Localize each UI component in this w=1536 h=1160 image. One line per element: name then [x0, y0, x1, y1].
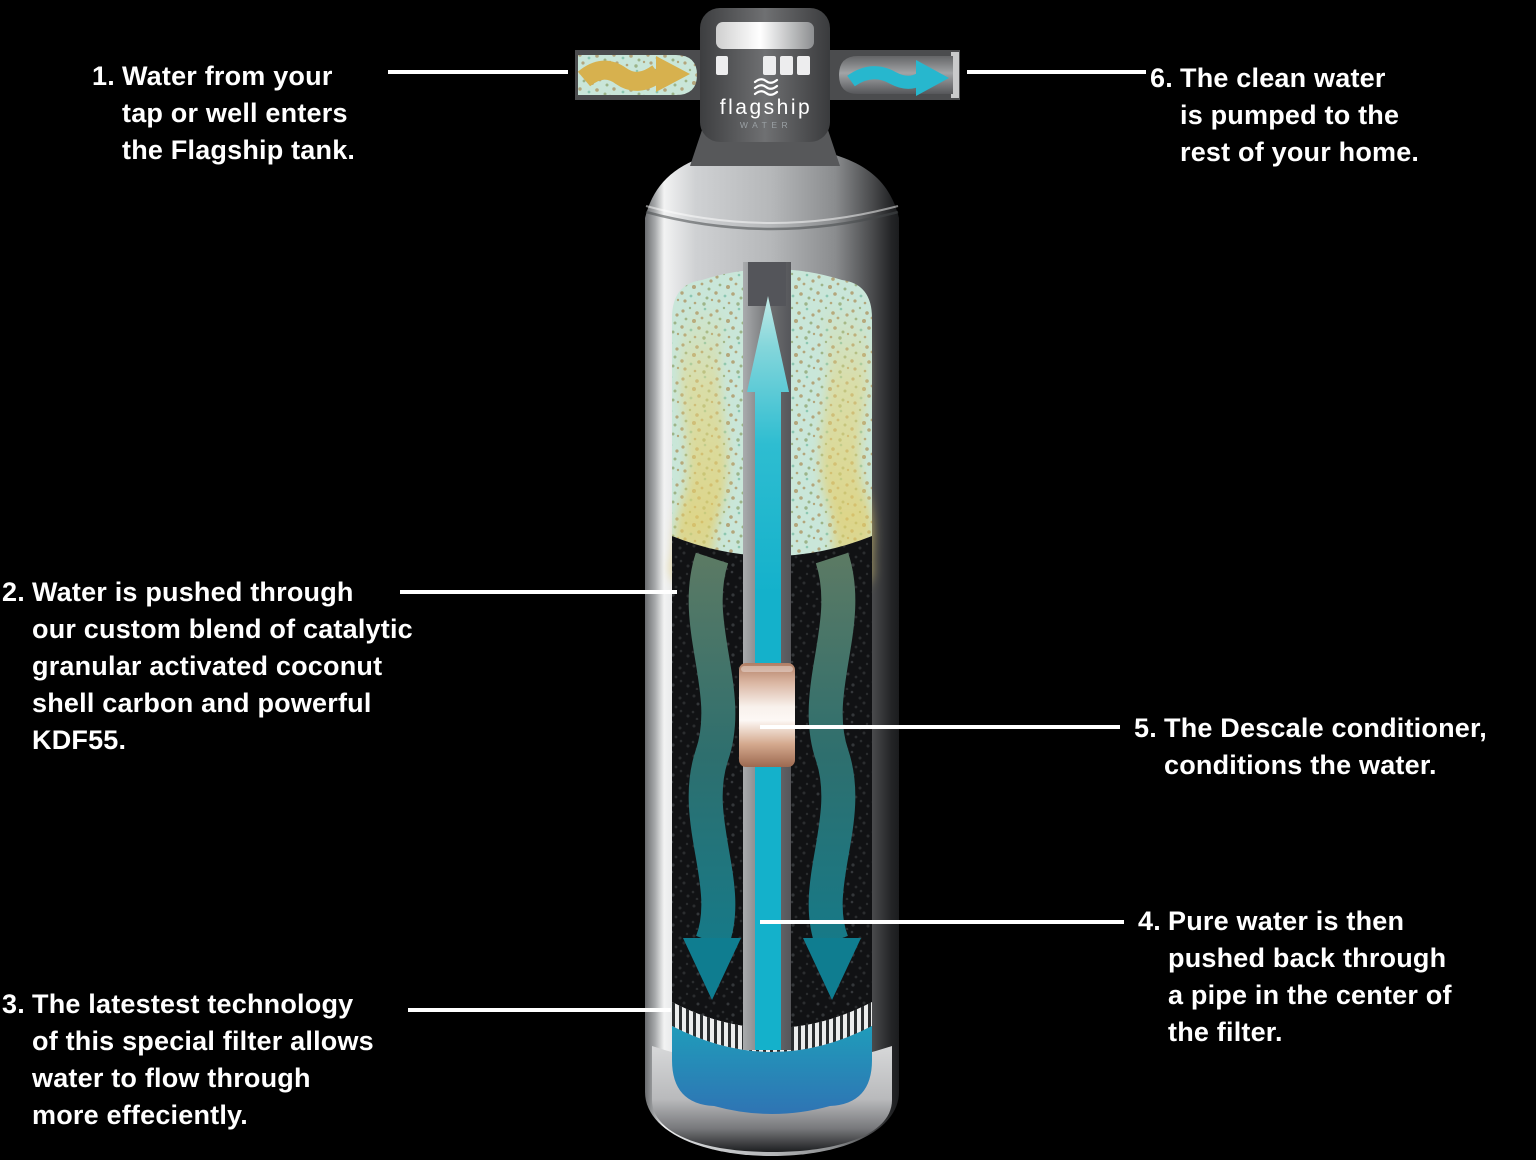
callout-5-number: 5.	[1134, 713, 1157, 743]
outlet-flow-arrow-icon	[847, 60, 949, 96]
brand-logo-text: flagship	[720, 96, 812, 119]
valve-display	[716, 22, 814, 49]
tank-dome-seam-highlight	[645, 205, 899, 224]
tank-dome-seam	[645, 210, 899, 231]
valve-button-4	[797, 56, 810, 75]
outlet-pipe	[828, 50, 960, 100]
inlet-flow-arrow-icon	[577, 56, 690, 92]
center-pipe	[743, 262, 791, 1050]
brand-logo-subtext: WATER	[740, 120, 792, 130]
callout-4: 4. Pure water is then pushed back throug…	[1138, 903, 1452, 1051]
valve-button-2	[763, 56, 776, 75]
descale-conditioner-band	[739, 663, 795, 767]
filter-screen	[672, 1002, 872, 1052]
down-flow-arrow-left-icon	[683, 552, 741, 1000]
clean-water-reservoir	[672, 1026, 872, 1114]
callout-4-text: Pure water is then pushed back through a…	[1168, 906, 1452, 1047]
callout-1: 1. Water from your tap or well enters th…	[92, 58, 355, 169]
triple-wave-icon	[753, 78, 779, 96]
inlet-pipe	[575, 50, 707, 100]
callout-2-number: 2.	[2, 577, 25, 607]
callout-1-text: Water from your tap or well enters the F…	[122, 61, 356, 165]
callout-3-text: The latestest technology of this special…	[32, 989, 374, 1130]
callout-3: 3. The latestest technology of this spec…	[2, 986, 374, 1134]
down-flow-arrow-right-icon	[803, 552, 861, 1000]
callout-5: 5. The Descale conditioner, conditions t…	[1134, 710, 1487, 784]
callout-6-number: 6.	[1150, 63, 1173, 93]
valve-head: flagship WATER	[700, 8, 830, 142]
callout-3-number: 3.	[2, 989, 25, 1019]
callout-4-number: 4.	[1138, 906, 1161, 936]
valve-button-3	[780, 56, 793, 75]
callout-1-number: 1.	[92, 61, 115, 91]
callout-6-text: The clean water is pumped to the rest of…	[1180, 63, 1420, 167]
callout-5-text: The Descale conditioner, conditions the …	[1164, 713, 1487, 780]
callout-2-text: Water is pushed through our custom blend…	[32, 577, 413, 755]
valve-button-1	[716, 56, 728, 75]
callout-2: 2. Water is pushed through our custom bl…	[2, 574, 413, 759]
callout-6: 6. The clean water is pumped to the rest…	[1150, 60, 1419, 171]
